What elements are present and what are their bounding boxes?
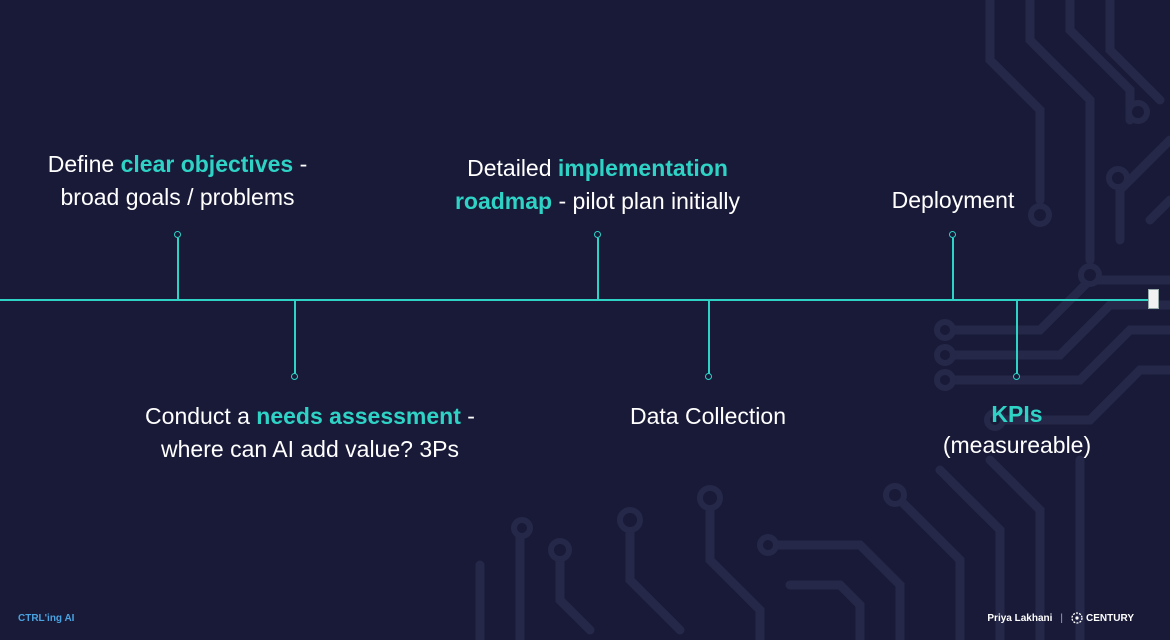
timeline-end-marker: [1148, 289, 1159, 309]
milestone-data-collection-label: Data Collection: [600, 400, 816, 433]
milestone-highlight: clear objectives: [120, 151, 294, 177]
milestone-node: [291, 373, 298, 380]
milestone-node: [1013, 373, 1020, 380]
footer-separator: |: [1060, 612, 1064, 624]
milestone-text-line2: - pilot plan initially: [552, 188, 741, 214]
milestone-stem: [952, 238, 954, 300]
milestone-stem: [177, 238, 179, 300]
milestone-kpis-label: KPIs (measureable): [925, 399, 1109, 461]
milestone-text-line2: where can AI add value? 3Ps: [161, 436, 459, 462]
footer-credits: Priya Lakhani | CENTURY: [987, 612, 1134, 624]
milestone-text: Conduct a: [145, 403, 257, 429]
milestone-text-line2: (measureable): [942, 432, 1092, 458]
milestone-node: [705, 373, 712, 380]
milestone-text: Detailed: [467, 155, 558, 181]
timeline-axis: [0, 299, 1150, 301]
milestone-highlight: roadmap: [454, 188, 553, 214]
milestone-needs-assessment-label: Conduct a needs assessment - where can A…: [115, 400, 505, 466]
milestone-text: Data Collection: [630, 403, 786, 429]
milestone-deployment-label: Deployment: [868, 184, 1038, 217]
presenter-name: Priya Lakhani: [987, 612, 1053, 624]
milestone-node: [174, 231, 181, 238]
milestone-roadmap-label: Detailed implementation roadmap - pilot …: [420, 152, 775, 218]
milestone-node: [594, 231, 601, 238]
century-logo: CENTURY: [1071, 612, 1134, 624]
milestone-highlight: implementation: [557, 155, 728, 181]
milestone-stem: [597, 238, 599, 300]
milestone-node: [949, 231, 956, 238]
milestone-text: Define: [47, 151, 121, 177]
milestone-highlight: KPIs: [991, 401, 1043, 427]
brand-label: CTRL'ing AI: [18, 613, 75, 624]
milestone-text: -: [460, 403, 475, 429]
milestone-text-line2: broad goals / problems: [60, 184, 295, 210]
milestone-text: Deployment: [891, 187, 1015, 213]
milestone-stem: [294, 300, 296, 374]
century-logo-icon: [1071, 612, 1083, 624]
century-logo-text: CENTURY: [1086, 612, 1134, 624]
milestone-stem: [1016, 300, 1018, 374]
milestone-highlight: needs assessment: [256, 403, 461, 429]
milestone-stem: [708, 300, 710, 374]
milestone-objectives-label: Define clear objectives - broad goals / …: [30, 148, 325, 214]
milestone-text: -: [293, 151, 308, 177]
